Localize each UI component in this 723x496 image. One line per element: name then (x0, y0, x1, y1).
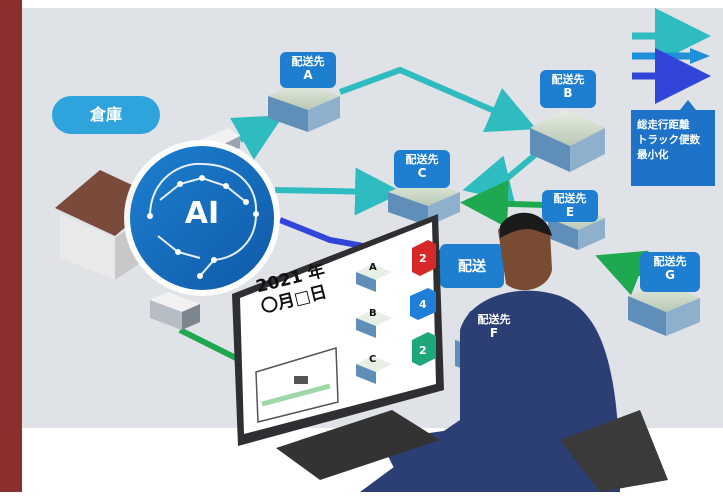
package-letter-a: A (369, 262, 377, 273)
dest-label-g: 配送先 G (640, 255, 700, 282)
legend-arrows (632, 8, 711, 110)
dest-g-letter: G (665, 268, 675, 282)
dest-b-title: 配送先 (551, 73, 585, 86)
partial-dest-label: 配送 (458, 259, 486, 275)
dest-b-letter: B (563, 86, 573, 100)
dest-c-title: 配送先 (405, 153, 439, 166)
dest-g-title: 配送先 (653, 255, 687, 268)
dest-c-letter: C (417, 166, 427, 180)
dest-label-b: 配送先 B (540, 73, 596, 100)
package-count-c: 2 (419, 344, 427, 357)
package-count-b: 4 (419, 298, 427, 311)
truck-bottom (150, 292, 200, 330)
dest-label-f: 配送先 F (468, 313, 520, 340)
dest-a-title: 配送先 (291, 55, 325, 68)
ai-badge (124, 140, 280, 296)
legend-line-3: 最小化 (637, 149, 669, 161)
building-b (530, 110, 605, 172)
keyboard (276, 410, 440, 480)
green-routes (178, 179, 649, 363)
dest-label-a: 配送先 A (280, 55, 336, 82)
warehouse-label: 倉庫 (52, 96, 160, 134)
dest-e-letter: E (565, 205, 575, 219)
building-a (268, 82, 340, 132)
dest-e-title: 配送先 (553, 192, 587, 205)
dest-a-letter: A (303, 68, 313, 82)
legend-line-2: トラック便数 (637, 134, 700, 146)
left-border (0, 0, 22, 492)
dest-f-letter: F (489, 326, 499, 340)
package-letter-b: B (369, 308, 377, 319)
legend-line-1: 総走行距離 (637, 119, 690, 131)
legend-box: 総走行距離 トラック便数 最小化 (631, 110, 715, 186)
dest-label-c: 配送先 C (394, 153, 450, 180)
package-letter-c: C (369, 354, 377, 365)
chair (560, 410, 668, 492)
ai-label: AI (184, 196, 220, 231)
package-boxes (356, 240, 436, 384)
dest-label-e: 配送先 E (542, 192, 598, 219)
package-count-a: 2 (419, 252, 427, 265)
dest-f-title: 配送先 (477, 313, 511, 326)
route-thumbnail (255, 347, 339, 423)
